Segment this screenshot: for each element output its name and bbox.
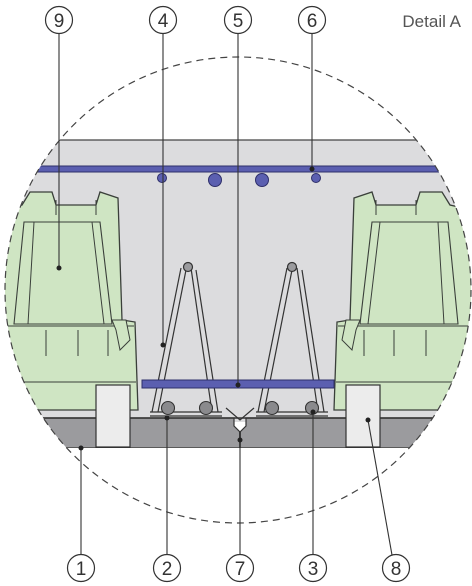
bottom-bar: [264, 400, 280, 416]
svg-text:8: 8: [391, 559, 402, 580]
formwork-block-right: [333, 191, 471, 411]
spacer-block-left: [95, 384, 131, 448]
callout-3: 3: [298, 553, 328, 583]
detail-title: Detail A: [402, 12, 461, 31]
callout-1: 1: [66, 553, 96, 583]
bottom-bar: [160, 400, 176, 416]
callout-4: 4: [148, 5, 178, 35]
callout-9: 9: [44, 5, 74, 35]
callout-2: 2: [152, 553, 182, 583]
formwork-block-left: [5, 191, 139, 411]
callout-7: 7: [225, 553, 255, 583]
leader-lines: [58, 34, 393, 556]
svg-text:2: 2: [162, 559, 173, 580]
svg-text:1: 1: [76, 559, 87, 580]
bottom-bar: [198, 400, 214, 416]
svg-text:6: 6: [307, 11, 318, 32]
callout-5: 5: [223, 5, 253, 35]
svg-text:5: 5: [233, 11, 244, 32]
top-rebar: [5, 165, 471, 173]
leader-dots: [56, 166, 371, 451]
callout-6: 6: [297, 5, 327, 35]
top-rebar-section: [311, 173, 321, 183]
svg-text:9: 9: [54, 11, 65, 32]
svg-text:3: 3: [308, 559, 319, 580]
top-rebar-section: [157, 173, 167, 183]
svg-text:4: 4: [158, 11, 169, 32]
top-rebar-section: [255, 173, 269, 187]
detail-contents: [5, 139, 471, 523]
svg-text:7: 7: [235, 559, 246, 580]
top-rebar-section: [208, 173, 222, 187]
callout-8: 8: [381, 553, 411, 583]
spacer-block-right: [345, 384, 381, 448]
